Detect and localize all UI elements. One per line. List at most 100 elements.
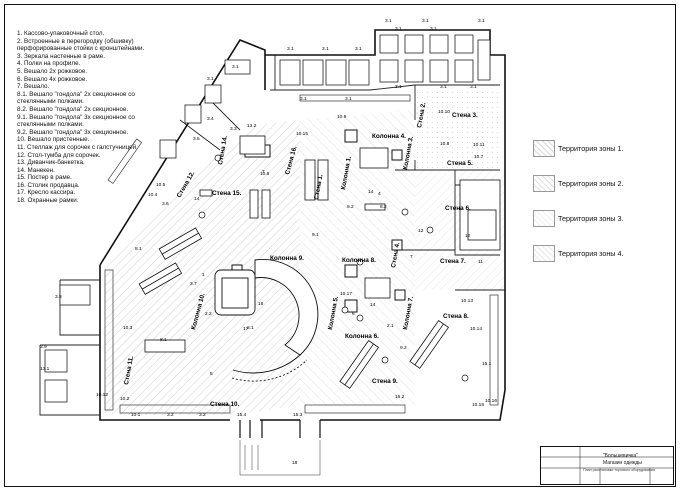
zone-key-2: Территория зоны 2. (533, 175, 673, 195)
wall-label: Стена 3. (452, 112, 478, 119)
legend-item: 11. Стеллаж для сорочек с галстучницей. (17, 143, 138, 151)
equipment-mark: 15.4 (237, 412, 247, 418)
zone-3-area (415, 90, 500, 170)
legend-item: 13. Диванчик-банкетка. (17, 159, 85, 167)
equipment-mark: 10.11 (473, 142, 485, 148)
equipment-mark: 15.3 (293, 412, 303, 418)
equipment-mark: 8.1 (160, 337, 167, 343)
title-block: "Большевичка" Магазин одежды План расста… (540, 446, 674, 485)
equipment-mark: 3.1 (430, 26, 437, 32)
wall-label: Стена 11. (123, 355, 135, 385)
legend-item: 7. Вешало. (17, 83, 50, 91)
legend-item: стеклянными полками. (17, 98, 84, 106)
equipment-mark: 3.2 (199, 412, 206, 418)
equipment-mark: 10.8 (440, 141, 450, 147)
wall-label: Стена 7. (440, 258, 466, 265)
equipment-mark: 15.1 (482, 361, 492, 367)
title-block-lines (540, 446, 674, 485)
equipment-mark: 2.2 (205, 311, 212, 317)
equipment-legend: 1. Кассово-упаковочный стол.2. Встроенны… (17, 30, 187, 205)
equipment-mark: 10.7 (474, 154, 484, 160)
legend-item: 2. Встроенные в перегородку (обшивку) (17, 37, 134, 45)
equipment-mark: 3.1 (395, 84, 402, 90)
equipment-mark: 10.10 (438, 109, 450, 115)
equipment-mark: 10.5 (156, 182, 166, 188)
column-label: Колонна 4. (372, 133, 406, 140)
equipment-mark: 3.4 (207, 116, 214, 122)
equipment-mark: 18 (292, 460, 298, 466)
equipment-mark: 9.1 (312, 232, 319, 238)
equipment-mark: 3.1 (440, 84, 447, 90)
project-subtitle: Магазин одежды (603, 460, 642, 466)
legend-item: 5. Вешало 2х рожковое. (17, 67, 88, 75)
equipment-mark: 3.5 (193, 136, 200, 142)
equipment-mark: 12 (418, 228, 424, 234)
equipment-mark: 3.1 (385, 18, 392, 24)
cashier-island (214, 259, 319, 382)
equipment-mark: 3.9 (40, 344, 47, 350)
legend-item: 12. Стол-тумба для сорочек. (17, 151, 101, 159)
equipment-mark: 2.1 (247, 325, 254, 331)
legend-item: стеклянными полками. (17, 121, 84, 129)
equipment-mark: 3.6 (162, 201, 169, 207)
equipment-mark: 17 (243, 326, 249, 332)
equipment-mark: 10.14 (470, 326, 482, 332)
equipment-mark: 2.1 (387, 323, 394, 329)
equipment-mark: 10.15 (296, 131, 308, 137)
equipment-mark: 3.8 (55, 294, 62, 300)
security-gates (239, 420, 321, 438)
wall-shelving (104, 94, 499, 414)
equipment-mark: 14 (370, 302, 376, 308)
wall-label: Стена 9. (372, 378, 398, 385)
wall-label: Стена 5. (447, 160, 473, 167)
equipment-mark: 8.1 (135, 246, 142, 252)
equipment-mark: 3.7 (190, 281, 197, 287)
column-label: Колонна 6. (345, 333, 379, 340)
zone-swatch (533, 210, 555, 227)
equipment-mark: 13.2 (247, 123, 257, 129)
equipment-mark: 11 (478, 259, 483, 265)
equipment-mark: 10.2 (120, 396, 130, 402)
zone-swatch (533, 175, 555, 192)
legend-item: 3. Зеркала настенные в раме. (17, 52, 105, 60)
equipment-mark: 5 (210, 371, 213, 377)
equipment-mark: 3.1 (287, 46, 294, 52)
zone-swatch (533, 245, 555, 262)
mannequins (198, 154, 469, 382)
equipment-mark: 13.1 (40, 366, 50, 372)
zone-label: Территория зоны 2. (558, 179, 624, 188)
equipment-mark: 10.15 (472, 402, 484, 408)
legend-item: 10. Вешало пристенные. (17, 136, 90, 144)
wall-label: Стена 1. (313, 173, 324, 200)
zone-label: Территория зоны 1. (558, 144, 624, 153)
inner-walls (39, 55, 505, 416)
equipment-mark: 14 (194, 196, 200, 202)
plan-labels: Стена 1. Стена 2. Стена 3. Стена 4. Стена 5.… (40, 18, 497, 466)
zone-key-4: Территория зоны 4. (533, 245, 673, 265)
equipment-mark: 3.1 (207, 76, 214, 82)
project-name: "Большевичка" (603, 453, 638, 459)
equipment-mark: 10.17 (340, 291, 352, 297)
equipment-mark: 3.1 (232, 64, 239, 70)
equipment-mark: 15.2 (395, 394, 405, 400)
equipment-mark: 10.13 (461, 298, 473, 304)
legend-item: 8.2. Вешало "гондола" 2х секционное. (17, 105, 129, 113)
legend-item: 8.1. Вешало "гондола" 2х секционное со (17, 90, 135, 98)
wall-label: Стена 2. (416, 101, 427, 128)
equipment-mark: 3.2 (167, 412, 174, 418)
column-label: Колонна 9. (270, 255, 304, 262)
legend-item: 16. Столик продавца. (17, 181, 80, 189)
wall-label: Стена 4. (390, 241, 401, 268)
equipment-mark: 3.1 (345, 96, 352, 102)
equipment-mark: 10.3 (123, 325, 133, 331)
zone-swatch (533, 140, 555, 157)
equipment-mark: 7 (262, 169, 265, 175)
equipment-mark: 3.1 (470, 84, 477, 90)
equipment-mark: 3.1 (300, 96, 307, 102)
equipment-mark: 7 (410, 254, 413, 260)
wall-label: Стена 15. (212, 190, 242, 197)
zone-key-3: Территория зоны 3. (533, 210, 673, 230)
drawing-note: План расстановки торгового оборудования (583, 468, 655, 472)
equipment-mark: 12 (465, 233, 471, 239)
equipment-mark: 4 (378, 191, 381, 197)
